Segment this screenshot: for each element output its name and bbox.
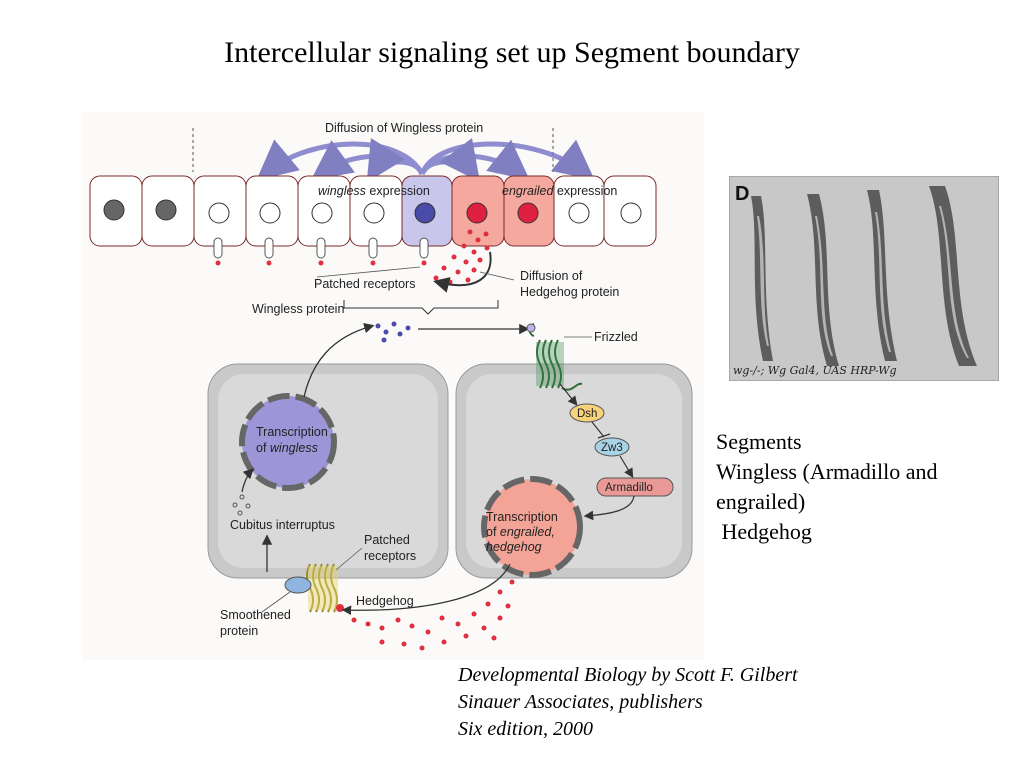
hedgehog-dots-bottom [351,579,515,651]
zw3-label: Zw3 [601,442,623,454]
legend-line-2: Wingless (Armadillo and [716,459,938,484]
citation-line-3: Six edition, 2000 [458,718,593,740]
nuclei [103,199,642,224]
patched-receptors-line2: receptors [364,549,416,563]
smoothened-line1: Smoothened [220,608,291,622]
citation: Developmental Biology by Scott F. Gilber… [458,662,798,743]
dsh-label: Dsh [577,408,597,420]
nucleus-wingless [239,393,337,491]
legend-line-3: engrailed) [716,489,806,514]
legend-line-1: Segments [716,429,802,454]
transcription-eh-line1: Transcription [486,510,558,524]
transcription-wingless-line1: Transcription [256,425,328,439]
wingless-protein-dots [375,321,411,343]
transcription-eh-line3: hedgehog [486,540,542,554]
nucleus-engrailed-hedgehog [481,476,583,578]
wingless-protein-label: Wingless protein [252,302,344,316]
diffusion-hedgehog-line2: Hedgehog protein [520,285,619,299]
slide-title: Intercellular signaling set up Segment b… [224,36,800,69]
cubitus-dots [232,494,251,516]
wingless-expression-label: wingless expression [318,184,430,198]
transcription-eh-line2: of engrailed, [486,525,555,539]
cubitus-label: Cubitus interruptus [230,518,335,532]
diffusion-wingless-label: Diffusion of Wingless protein [325,121,483,135]
signaling-diagram: Diffusion of Wingless protein wingless e… [82,112,704,660]
armadillo-label: Armadillo [605,482,653,494]
patched-receptors-top-label: Patched receptors [314,277,415,291]
patched-receptors-line1: Patched [364,533,410,547]
patched-receptor-stubs [213,237,429,259]
legend: Segments Wingless (Armadillo and engrail… [716,427,1016,547]
photo-caption: wg-/-; Wg Gal4, UAS HRP-Wg [733,364,897,377]
dsh-node [569,403,605,423]
citation-line-2: Sinauer Associates, publishers [458,691,703,713]
frizzled-label: Frizzled [594,330,638,344]
armadillo-node [596,477,674,497]
embryo-photo: D wg-/-; Wg Gal4, UAS HRP-Wg [728,175,1000,382]
zw3-node [594,437,630,457]
smoothened-line2: protein [220,624,258,638]
legend-line-4: Hedgehog [716,519,812,544]
citation-line-1: Developmental Biology by Scott F. Gilber… [458,664,798,686]
panel-letter: D [735,183,749,205]
diffusion-hedgehog-line1: Diffusion of [520,269,583,283]
wingless-diffusion-arrows [256,137,595,183]
hedgehog-label: Hedgehog [356,594,414,608]
smoothened-protein [284,576,312,594]
engrailed-expression-label: engrailed expression [502,184,617,198]
transcription-wingless-line2: of wingless [256,441,318,455]
